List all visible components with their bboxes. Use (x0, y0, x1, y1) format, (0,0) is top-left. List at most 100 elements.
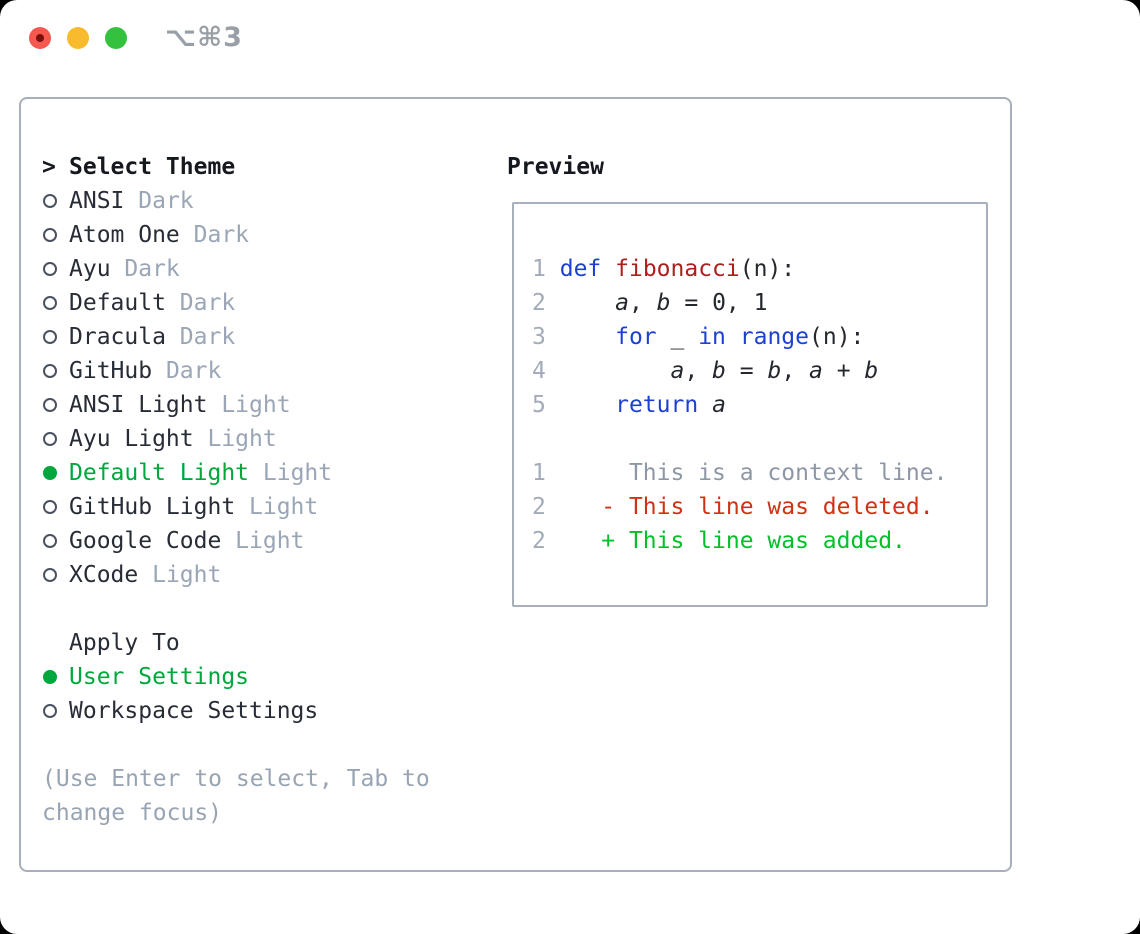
theme-variant: Light (221, 392, 291, 418)
theme-name: Dracula (69, 324, 180, 350)
code-token (601, 256, 615, 282)
titlebar: ⌥⌘3 (0, 0, 1140, 70)
code-token: def (559, 256, 602, 282)
code-token: fibonacci (615, 256, 740, 282)
window-title: ⌥⌘3 (165, 22, 243, 53)
code-line: 1 def fibonacci(n): (532, 252, 986, 286)
code-token: This is a context line. (545, 460, 948, 486)
code-token: for (615, 324, 657, 350)
code-token: + (822, 358, 865, 384)
spacer (42, 728, 430, 762)
zoom-button[interactable] (105, 27, 127, 49)
theme-variant: Light (207, 426, 277, 452)
code-token: b (712, 358, 726, 384)
radio-icon (43, 194, 57, 208)
code-token: a (809, 358, 823, 384)
theme-option[interactable]: Dracula Dark (42, 320, 430, 354)
close-button[interactable] (29, 27, 51, 49)
theme-variant: Dark (165, 358, 222, 384)
code-token: , (684, 358, 713, 384)
spacer (42, 592, 430, 626)
code-token (726, 324, 740, 350)
theme-variant: Dark (124, 256, 180, 282)
code-token: in (698, 324, 726, 350)
theme-option[interactable]: ANSI Light Light (42, 388, 430, 422)
theme-variant: Light (235, 528, 305, 554)
diff-sample: 1 This is a context line. 2 - This line w… (532, 456, 986, 558)
radio-icon (43, 432, 57, 446)
theme-name: Google Code (69, 528, 236, 554)
theme-variant: Light (249, 494, 319, 520)
code-token: , (781, 358, 810, 384)
code-token: - This line was deleted. (545, 494, 934, 520)
theme-variant: Dark (138, 188, 194, 214)
radio-icon (43, 330, 57, 344)
theme-option[interactable]: Atom One Dark (42, 218, 430, 252)
theme-option[interactable]: GitHub Dark (42, 354, 430, 388)
line-number: 2 (532, 494, 546, 520)
code-token (546, 358, 671, 384)
apply-to-title: Apply To (69, 630, 180, 656)
theme-variant: Light (262, 460, 333, 486)
theme-name: ANSI (69, 188, 139, 214)
theme-name: XCode (69, 562, 153, 588)
code-token: = (725, 358, 768, 384)
select-theme-title: Select Theme (69, 154, 236, 180)
code-token: a (712, 392, 726, 418)
theme-variant: Light (152, 562, 222, 588)
code-token: + This line was added. (545, 528, 906, 554)
theme-name: ANSI Light (69, 392, 222, 418)
apply-target-option[interactable]: User Settings (42, 660, 430, 694)
theme-name: Default Light (69, 460, 263, 486)
theme-option[interactable]: Ayu Light Light (42, 422, 430, 456)
code-token: (n): (809, 324, 865, 350)
code-token: a (670, 358, 685, 384)
theme-option[interactable]: Ayu Dark (42, 252, 430, 286)
theme-name: Ayu Light (69, 426, 208, 452)
radio-icon (43, 534, 57, 548)
theme-variant: Dark (179, 290, 236, 316)
line-number: 3 (532, 324, 546, 350)
theme-name: GitHub (69, 358, 166, 384)
help-line: (Use Enter to select, Tab to (42, 766, 430, 792)
minimize-button[interactable] (67, 27, 89, 49)
radio-icon (43, 296, 57, 310)
code-token (546, 256, 560, 282)
radio-selected-icon (43, 670, 57, 684)
preview-title: Preview (507, 154, 604, 180)
line-number: 1 (532, 256, 546, 282)
apply-target-option[interactable]: Workspace Settings (42, 694, 430, 728)
code-token: b (656, 290, 671, 316)
radio-icon (43, 398, 57, 412)
spacer (532, 422, 986, 456)
theme-option[interactable]: GitHub Light Light (42, 490, 430, 524)
diff-line: 1 This is a context line. (532, 456, 986, 490)
code-token (546, 290, 615, 316)
theme-name: Default (69, 290, 180, 316)
radio-icon (43, 568, 57, 582)
theme-option[interactable]: ANSI Dark (42, 184, 430, 218)
code-token: , (628, 290, 657, 316)
code-token: range (739, 324, 810, 350)
apply-target-name: User Settings (69, 664, 250, 690)
code-token: a (615, 290, 629, 316)
apply-target-name: Workspace Settings (69, 698, 319, 724)
code-token: = 0, 1 (670, 290, 768, 316)
theme-variant: Dark (193, 222, 250, 248)
theme-option[interactable]: Default Light Light (42, 456, 430, 490)
code-token: (n): (739, 256, 796, 282)
radio-icon (43, 364, 57, 378)
theme-name: Atom One (69, 222, 194, 248)
theme-option[interactable]: Default Dark (42, 286, 430, 320)
code-token: b (767, 358, 782, 384)
theme-name: GitHub Light (69, 494, 250, 520)
code-token (698, 392, 712, 418)
theme-option[interactable]: Google Code Light (42, 524, 430, 558)
radio-icon (43, 262, 57, 276)
theme-option[interactable]: XCode Light (42, 558, 430, 592)
code-token: return (615, 392, 699, 418)
line-number: 4 (532, 358, 546, 384)
